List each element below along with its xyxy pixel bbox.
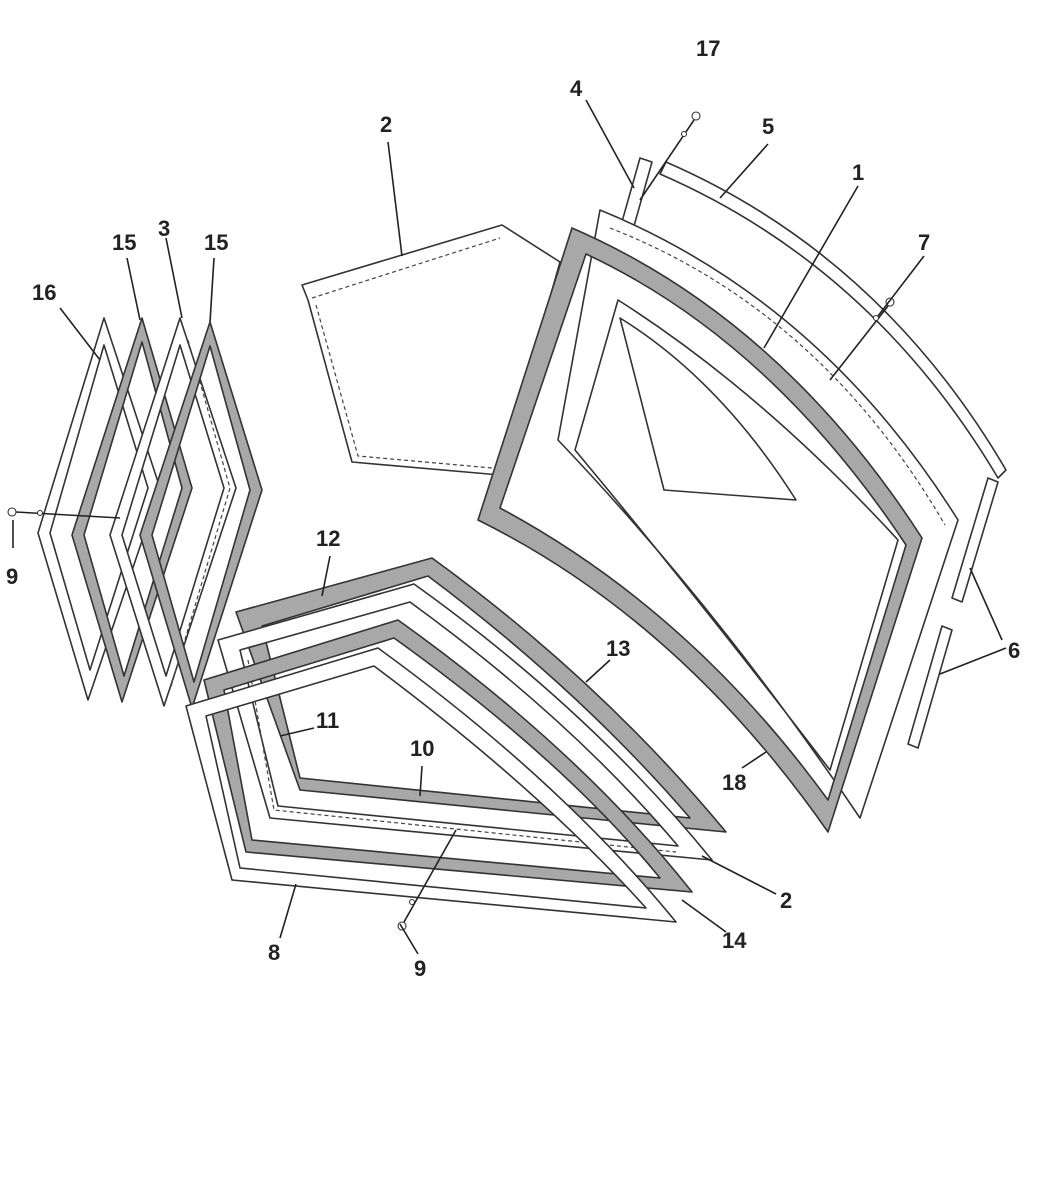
callout-6: 6 <box>1008 638 1020 663</box>
bolt-9-bottom <box>397 829 457 931</box>
callout-12: 12 <box>316 526 340 551</box>
callout-2-top: 2 <box>380 112 392 137</box>
leader-lines <box>12 99 1007 955</box>
callout-9-bottom: 9 <box>414 956 426 981</box>
callout-labels: 1 2 2 3 4 5 6 7 8 9 9 10 11 12 13 14 15 … <box>6 36 1020 981</box>
panel-3 <box>109 317 237 707</box>
callout-15-left: 15 <box>112 230 136 255</box>
inner-triangle-panel <box>619 317 797 501</box>
strip-5 <box>659 161 1007 479</box>
gasket-14 <box>203 619 693 893</box>
callout-1: 1 <box>852 160 864 185</box>
callout-10: 10 <box>410 736 434 761</box>
panel-2-bottom <box>217 583 713 861</box>
bolt-9-left <box>7 507 121 519</box>
panel-1 <box>557 209 959 819</box>
callout-17: 17 <box>696 36 720 61</box>
strip-6-lower <box>907 625 953 749</box>
callout-5: 5 <box>762 114 774 139</box>
callout-4: 4 <box>570 76 583 101</box>
callout-14: 14 <box>722 928 747 953</box>
callout-11: 11 <box>316 708 339 733</box>
callout-13: 13 <box>606 636 630 661</box>
strip-6-upper <box>951 477 999 603</box>
bolt-7 <box>829 297 895 381</box>
callout-3: 3 <box>158 216 170 241</box>
frame-16 <box>37 317 161 701</box>
gasket-12 <box>235 557 727 833</box>
callout-18: 18 <box>722 770 746 795</box>
gasket-18 <box>477 227 923 833</box>
callout-7: 7 <box>918 230 930 255</box>
callout-16: 16 <box>32 280 56 305</box>
callout-8: 8 <box>268 940 280 965</box>
callout-15-right: 15 <box>204 230 228 255</box>
callout-2-bottom: 2 <box>780 888 792 913</box>
frame-8 <box>185 647 677 923</box>
callout-9-left: 9 <box>6 564 18 589</box>
bolt-17 <box>639 111 701 201</box>
